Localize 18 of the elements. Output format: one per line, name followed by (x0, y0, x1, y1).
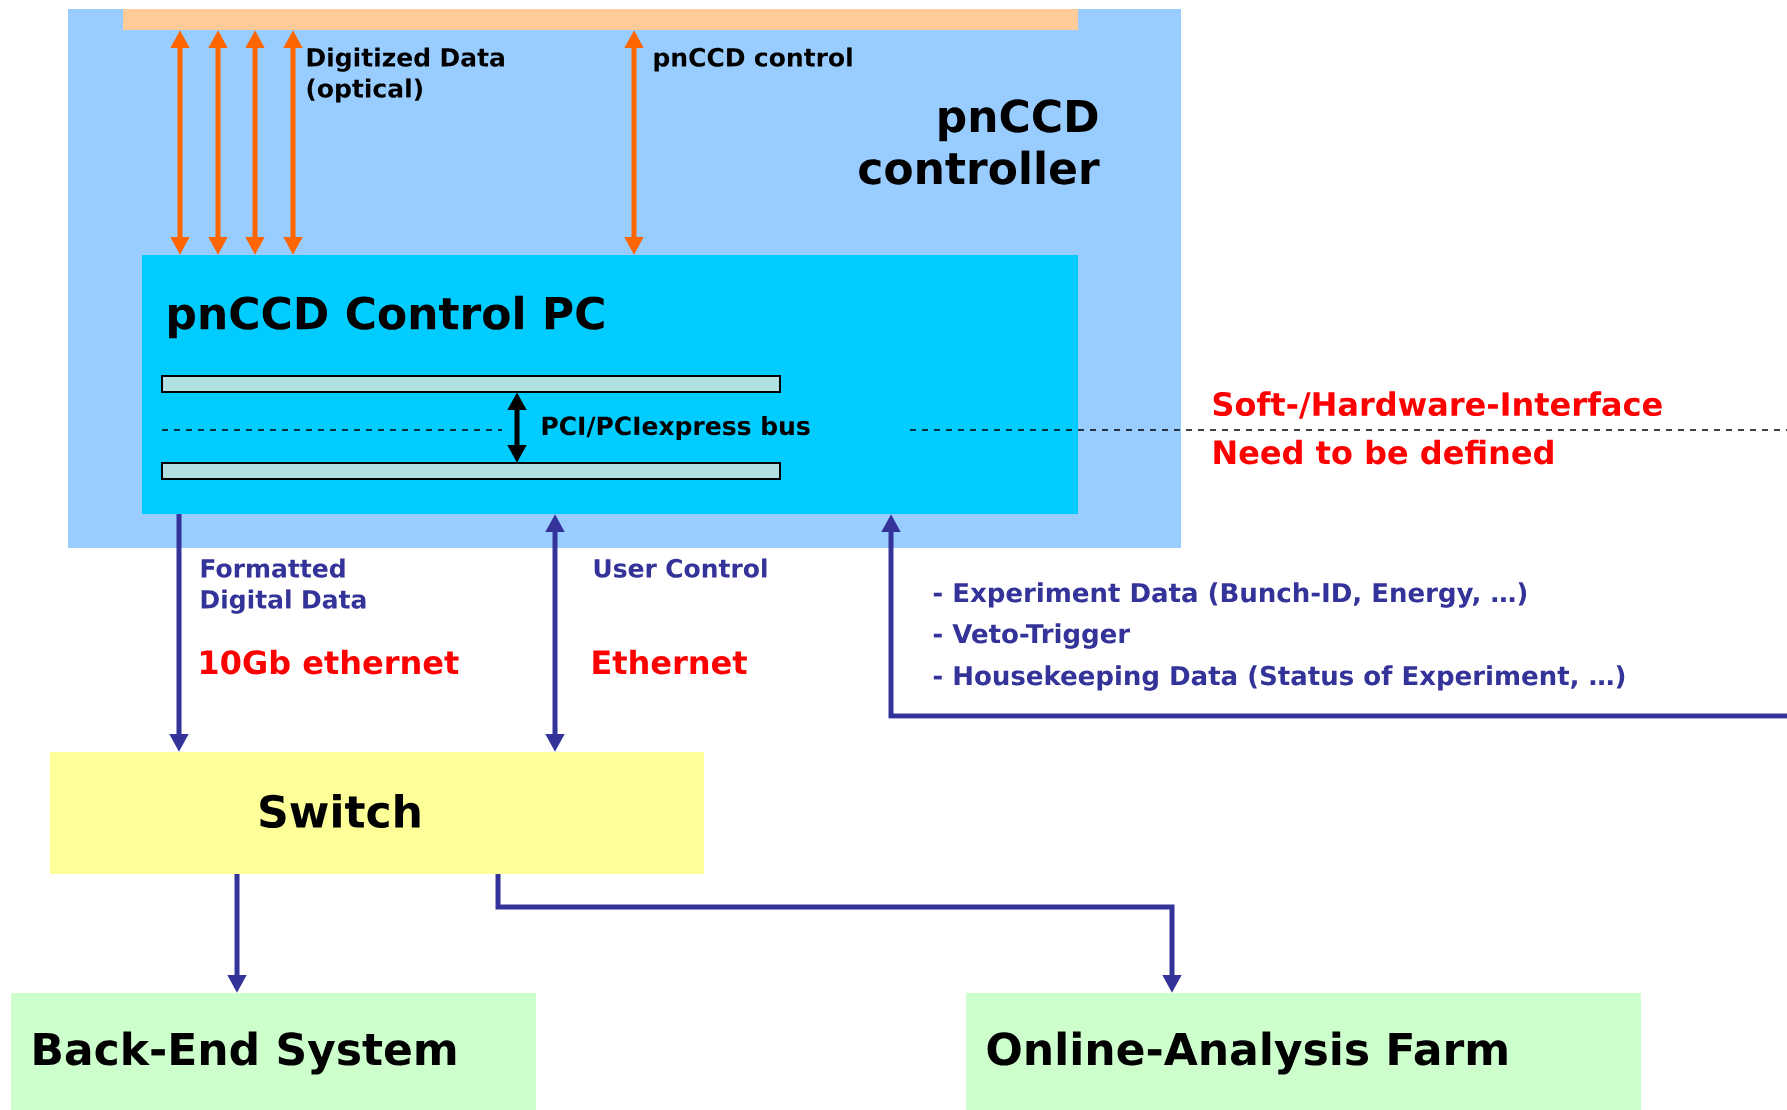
edge-label: PCI/PCIexpress bus (538, 413, 813, 443)
signal-list-item: - Experiment Data (Bunch-ID, Energy, …) (933, 582, 1527, 608)
bus-bar (161, 375, 781, 393)
edge-label: Formatted Digital Data (201, 558, 366, 614)
network-label: Ethernet (593, 649, 747, 675)
interface-note: Soft-/Hardware-Interface (1213, 391, 1662, 419)
connector-bar (123, 9, 1078, 30)
signal-list-item: - Veto-Trigger (933, 623, 1131, 649)
signal-list-item: - Housekeeping Data (Status of Experiment, …) (933, 665, 1625, 691)
farm-box: Online-Analysis Farm (966, 993, 1641, 1110)
bus-bar (161, 462, 781, 480)
edge-label: User Control (594, 558, 767, 578)
network-label: 10Gb ethernet (201, 649, 459, 675)
edge-label: Digitized Data (optical) (307, 47, 504, 103)
interface-note: Need to be defined (1214, 439, 1553, 465)
system-box: Back-End System (11, 993, 536, 1110)
switch-box: Switch (50, 752, 704, 874)
edge-label: pnCCD control (654, 47, 852, 72)
